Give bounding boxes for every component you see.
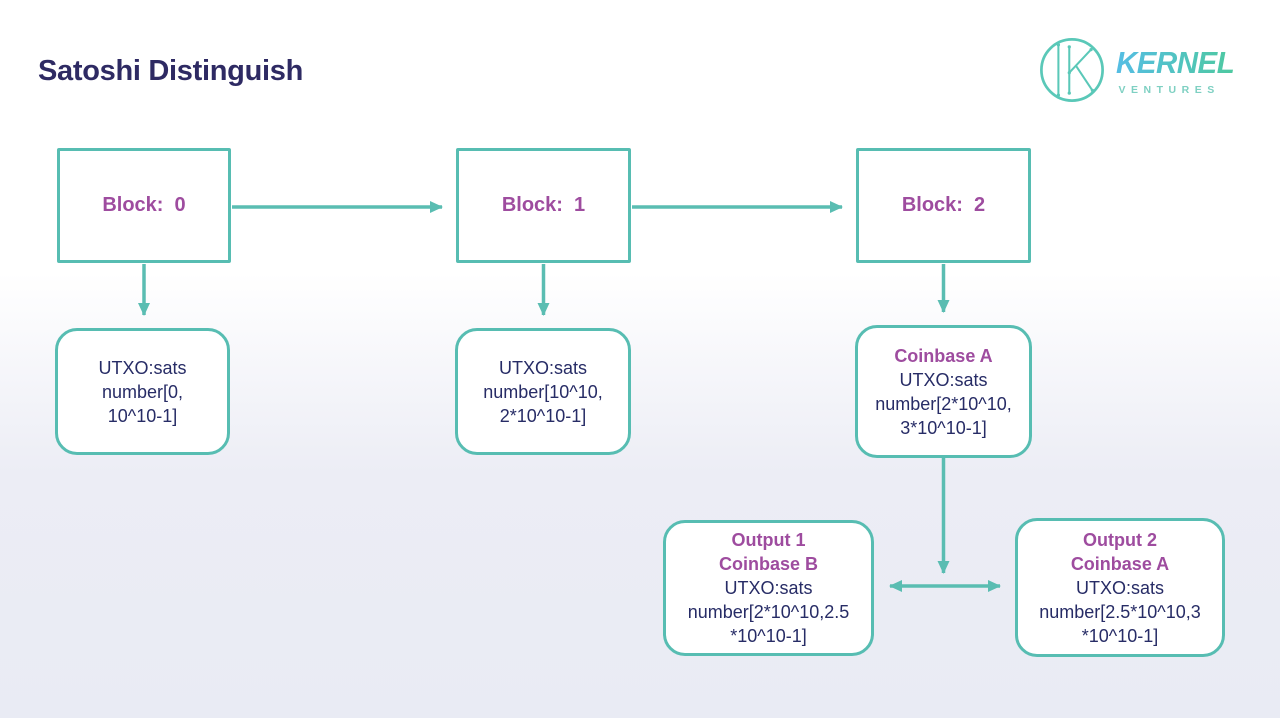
utxo-block-1-text: UTXO:sats number[10^10, 2*10^10-1] — [483, 356, 603, 428]
node-header-line: Coinbase B — [718, 554, 819, 574]
node-text-line: number[2*10^10,2.5 — [687, 602, 850, 622]
node-text-line: number[2.5*10^10,3 — [1039, 601, 1201, 622]
node-text-line: 3*10^10-1] — [900, 417, 987, 438]
node-text-line: UTXO:sats — [899, 369, 988, 390]
logo-brand-text: KERNEL — [1115, 44, 1235, 80]
coinbase-a-text: Coinbase A UTXO:sats number[2*10^10, 3*1… — [875, 344, 1012, 440]
output-2-text: Output 2 Coinbase A UTXO:sats number[2.5… — [1039, 528, 1201, 648]
kernel-ventures-logo: KERNEL VENTURES — [1038, 36, 1240, 104]
page-title: Satoshi Distinguish — [38, 55, 303, 87]
block-0-node: Block: 0 — [57, 148, 231, 263]
block-2-node: Block: 2 — [856, 148, 1031, 263]
output-1-text: Output 1 Coinbase B UTXO:sats number[2*1… — [688, 528, 850, 648]
output-1-node: Output 1 Coinbase B UTXO:sats number[2*1… — [663, 520, 874, 656]
kernel-k-circle-icon — [1039, 38, 1104, 102]
node-text-line: number[2*10^10, — [875, 393, 1012, 414]
node-text-line: 10^10-1] — [107, 405, 178, 426]
utxo-block-0-text: UTXO:sats number[0, 10^10-1] — [98, 356, 186, 428]
block-2-label: Block: 2 — [901, 194, 986, 216]
coinbase-a-node: Coinbase A UTXO:sats number[2*10^10, 3*1… — [855, 325, 1032, 458]
node-text-line: UTXO:sats — [498, 357, 587, 378]
node-header-line: Output 2 — [1083, 529, 1157, 550]
block-0-label: Block: 0 — [102, 194, 186, 216]
node-text-line: number[10^10, — [483, 381, 603, 402]
output-2-node: Output 2 Coinbase A UTXO:sats number[2.5… — [1015, 518, 1225, 657]
utxo-block-1-node: UTXO:sats number[10^10, 2*10^10-1] — [455, 328, 631, 455]
logo-sub-text: VENTURES — [1118, 83, 1220, 96]
node-text-line: *10^10-1] — [730, 626, 807, 646]
node-header-line: Output 1 — [731, 530, 806, 550]
node-text-line: number[0, — [101, 381, 184, 402]
utxo-block-0-node: UTXO:sats number[0, 10^10-1] — [55, 328, 230, 455]
node-text-line: UTXO:sats — [1075, 577, 1164, 598]
node-text-line: UTXO:sats — [98, 357, 187, 378]
node-header-line: Coinbase A — [894, 345, 993, 366]
node-text-line: *10^10-1] — [1081, 625, 1159, 646]
logo-wordmark: KERNEL VENTURES — [1116, 45, 1240, 96]
block-1-label: Block: 1 — [501, 194, 586, 216]
node-text-line: 2*10^10-1] — [499, 405, 587, 426]
node-text-line: UTXO:sats — [724, 578, 813, 598]
block-1-node: Block: 1 — [456, 148, 631, 263]
node-header-line: Coinbase A — [1070, 553, 1170, 574]
